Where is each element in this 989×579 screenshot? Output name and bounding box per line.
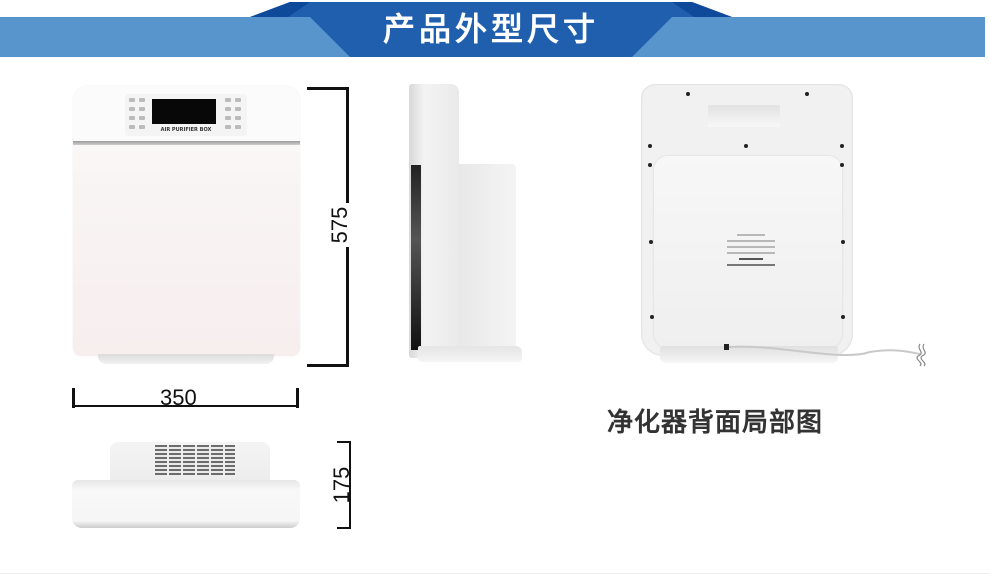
- dim-line-depth: [349, 441, 351, 529]
- top-view-base: [72, 480, 300, 528]
- screw-icon: [649, 240, 653, 244]
- dim-label-depth: 175: [329, 466, 354, 504]
- banner-shape-icon: [250, 2, 732, 57]
- screw-icon: [744, 144, 748, 148]
- screw-icon: [686, 92, 690, 96]
- back-view-caption: 净化器背面局部图: [607, 408, 824, 438]
- dim-tick-top: [307, 87, 349, 90]
- bottom-divider: [0, 573, 989, 574]
- screw-icon: [840, 144, 844, 148]
- dim-tick-left: [72, 388, 75, 408]
- dim-tick-depth-top: [337, 441, 351, 443]
- screw-icon: [841, 240, 845, 244]
- side-view-grille: [411, 165, 421, 350]
- screw-icon: [648, 163, 652, 167]
- dim-line-width: [72, 405, 298, 407]
- dim-label-height: 575: [327, 203, 353, 247]
- screw-icon: [805, 92, 809, 96]
- header-banner: 产品外型尺寸: [250, 1, 732, 57]
- power-cord-icon: [724, 343, 926, 367]
- rating-label: [727, 234, 775, 278]
- dim-label-width: 350: [160, 385, 197, 410]
- page-title: 产品外型尺寸: [382, 10, 599, 48]
- air-vent-dividers: [155, 445, 235, 475]
- control-panel: AIR PURIFIER BOX: [125, 94, 247, 136]
- front-view-purifier: AIR PURIFIER BOX: [73, 86, 300, 356]
- side-view-base: [418, 346, 522, 362]
- dim-tick-bottom: [307, 364, 349, 367]
- lcd-display: [152, 99, 216, 124]
- trim-strip: [73, 141, 300, 145]
- screw-icon: [840, 163, 844, 167]
- panel-brand-text: AIR PURIFIER BOX: [160, 127, 212, 133]
- screw-icon: [841, 315, 845, 319]
- dim-tick-right: [296, 388, 299, 408]
- dim-tick-depth-bottom: [337, 527, 351, 529]
- front-base: [98, 354, 274, 364]
- back-handle: [708, 105, 780, 127]
- screw-icon: [648, 144, 652, 148]
- screw-icon: [650, 315, 654, 319]
- side-view-back: [459, 164, 516, 350]
